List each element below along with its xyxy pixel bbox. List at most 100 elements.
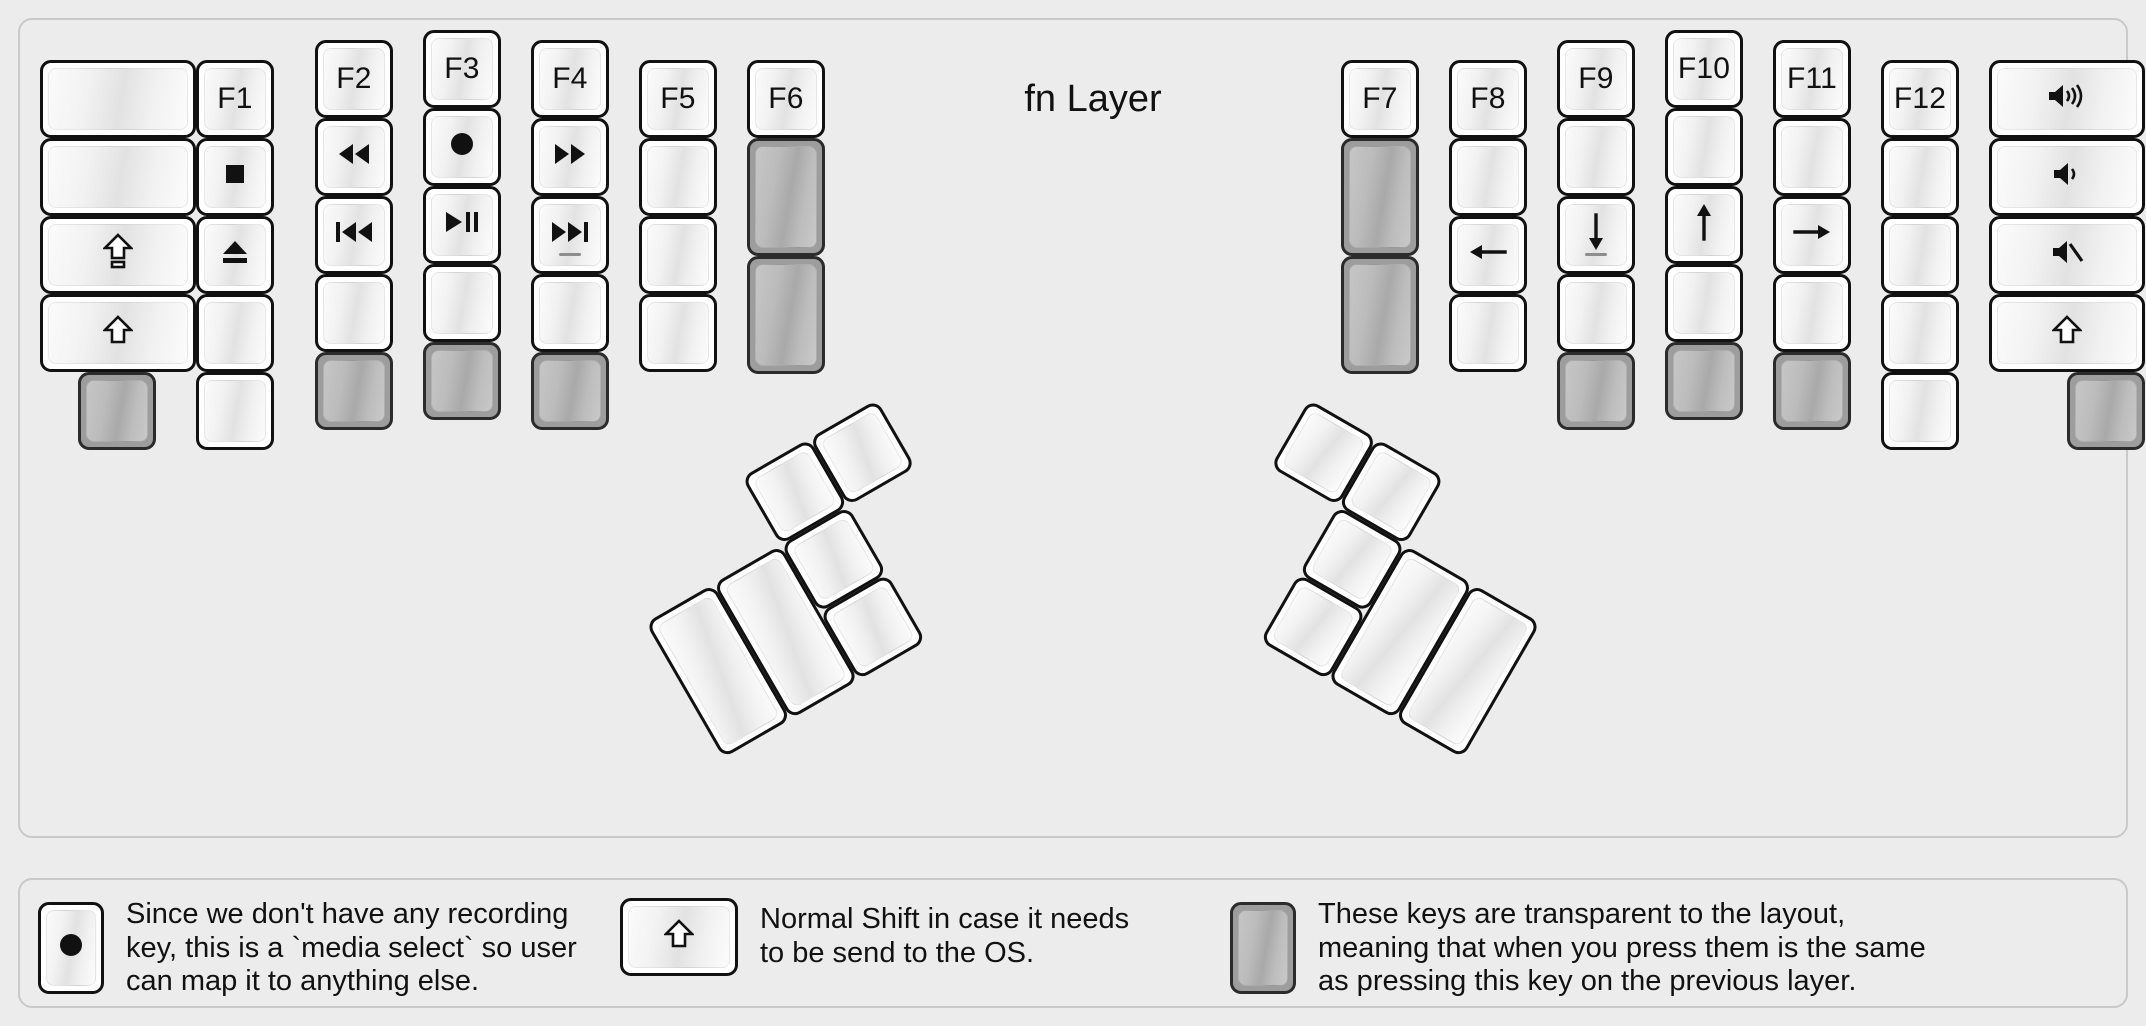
- key-transparent[interactable]: [2067, 372, 2145, 450]
- key-blank[interactable]: [1665, 108, 1743, 186]
- key-rewind[interactable]: [315, 118, 393, 196]
- key-volume-down[interactable]: [1989, 138, 2145, 216]
- keycap-face: F12: [1889, 68, 1951, 130]
- keycap-face: [1781, 126, 1843, 188]
- key-transparent[interactable]: [315, 352, 393, 430]
- key-blank[interactable]: [1557, 274, 1635, 352]
- key-shift-arrow[interactable]: [1989, 294, 2145, 372]
- key-transparent[interactable]: [423, 342, 501, 420]
- keycap-face: [1457, 146, 1519, 208]
- keycap-face: [1781, 204, 1843, 266]
- key-transparent[interactable]: [531, 352, 609, 430]
- key-blank[interactable]: [315, 274, 393, 352]
- key-volume-mute[interactable]: [1989, 216, 2145, 294]
- key-arrow-left[interactable]: [1449, 216, 1527, 294]
- page-title: fn Layer: [1024, 78, 1162, 120]
- key-blank[interactable]: [1881, 372, 1959, 450]
- key-transparent[interactable]: [1773, 352, 1851, 430]
- key-blank[interactable]: [40, 138, 196, 216]
- key-fast-forward[interactable]: [531, 118, 609, 196]
- key-label: F10: [1677, 52, 1731, 85]
- key-transparent[interactable]: [747, 256, 825, 374]
- key-volume-up[interactable]: [1989, 60, 2145, 138]
- keycap-face: [539, 126, 601, 188]
- key-f10[interactable]: F10: [1665, 30, 1743, 108]
- key-f11[interactable]: F11: [1773, 40, 1851, 118]
- key-shift-arrow[interactable]: [40, 294, 196, 372]
- key-eject[interactable]: [196, 216, 274, 294]
- key-blank[interactable]: [639, 294, 717, 372]
- key-transparent[interactable]: [1341, 138, 1419, 256]
- key-transparent[interactable]: [1557, 352, 1635, 430]
- keycap-face: [647, 224, 709, 286]
- key-blank[interactable]: [1665, 264, 1743, 342]
- keycap-face: [1565, 126, 1627, 188]
- keycap-face: F1: [204, 68, 266, 130]
- key-blank[interactable]: [1881, 294, 1959, 372]
- key-label: F3: [444, 52, 480, 85]
- key-caps-lock[interactable]: [40, 216, 196, 294]
- key-play-pause[interactable]: [423, 186, 501, 264]
- shift-icon: [101, 314, 135, 352]
- rewind-icon: [334, 141, 374, 173]
- key-f5[interactable]: F5: [639, 60, 717, 138]
- key-transparent[interactable]: [747, 138, 825, 256]
- keycap-face: F9: [1565, 48, 1627, 110]
- key-blank[interactable]: [639, 216, 717, 294]
- key-next-home[interactable]: [531, 196, 609, 274]
- key-prev[interactable]: [315, 196, 393, 274]
- key-arrow-right[interactable]: [1773, 196, 1851, 274]
- key-blank[interactable]: [1881, 216, 1959, 294]
- keycap-face: [1349, 146, 1411, 248]
- key-f4[interactable]: F4: [531, 40, 609, 118]
- key-transparent[interactable]: [78, 372, 156, 450]
- keycap-face: [1889, 224, 1951, 286]
- keycap-face: [86, 380, 148, 442]
- keycap-face: [1673, 272, 1735, 334]
- key-f2[interactable]: F2: [315, 40, 393, 118]
- legend-key-record-key-note[interactable]: [38, 902, 104, 995]
- key-blank[interactable]: [1449, 138, 1527, 216]
- keycap-face: [1565, 204, 1627, 266]
- key-label: F8: [1470, 82, 1506, 115]
- key-blank[interactable]: [1773, 274, 1851, 352]
- keycap-face: [1781, 360, 1843, 422]
- key-blank[interactable]: [1773, 118, 1851, 196]
- key-blank[interactable]: [40, 60, 196, 138]
- previous-track-icon: [332, 219, 376, 251]
- key-f6[interactable]: F6: [747, 60, 825, 138]
- key-blank[interactable]: [196, 372, 274, 450]
- key-arrow-up[interactable]: [1665, 186, 1743, 264]
- key-blank[interactable]: [423, 264, 501, 342]
- volume-mute-icon: [2049, 237, 2085, 273]
- key-f9[interactable]: F9: [1557, 40, 1635, 118]
- key-transparent[interactable]: [1665, 342, 1743, 420]
- keycap-face: [1781, 282, 1843, 344]
- keycap-face: F6: [755, 68, 817, 130]
- key-arrow-down-home[interactable]: [1557, 196, 1635, 274]
- keycap-face: [1457, 224, 1519, 286]
- key-f3[interactable]: F3: [423, 30, 501, 108]
- key-transparent[interactable]: [1341, 256, 1419, 374]
- legend-key-shift-key-note[interactable]: [620, 898, 738, 976]
- legend-key-transparent-key-note[interactable]: [1230, 902, 1296, 995]
- key-f8[interactable]: F8: [1449, 60, 1527, 138]
- key-stop[interactable]: [196, 138, 274, 216]
- key-blank[interactable]: [1449, 294, 1527, 372]
- keycap-face: [204, 380, 266, 442]
- key-record[interactable]: [423, 108, 501, 186]
- keycap-face: [48, 68, 188, 130]
- keycap-face: [323, 126, 385, 188]
- keycap-face: [1673, 194, 1735, 256]
- key-blank[interactable]: [639, 138, 717, 216]
- keyboard-board-panel: fn Layer F1 F2 F3 F4 F5 F6 F7 F8 F9 F10 F11 F12: [18, 18, 2145, 838]
- keycap-face: [1349, 264, 1411, 366]
- key-blank[interactable]: [196, 294, 274, 372]
- key-blank[interactable]: [1881, 138, 1959, 216]
- key-blank[interactable]: [531, 274, 609, 352]
- key-f12[interactable]: F12: [1881, 60, 1959, 138]
- key-blank[interactable]: [1557, 118, 1635, 196]
- key-f7[interactable]: F7: [1341, 60, 1419, 138]
- key-f1[interactable]: F1: [196, 60, 274, 138]
